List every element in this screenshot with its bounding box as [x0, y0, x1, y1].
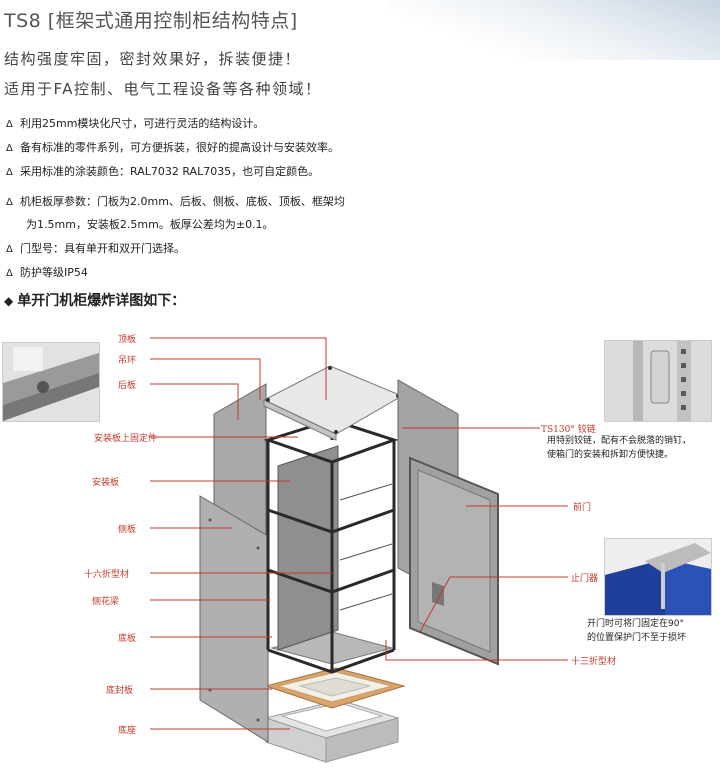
page-title: TS8 [框架式通用控制柜结构特点] [4, 10, 298, 32]
base-plinth [264, 699, 400, 763]
label-front-door: 前门 [573, 503, 592, 513]
side-panel [199, 495, 269, 743]
label-side-panel: 侧板 [118, 525, 137, 535]
detail-photo-door-stop [604, 538, 712, 616]
door-stop-note-line-2: 的位置保护门不至于损坏 [587, 633, 687, 643]
triangle-icon: Δ [6, 244, 13, 255]
label-mounting-plate: 安装板 [92, 478, 120, 488]
label-lifting-eye: 吊环 [118, 356, 137, 366]
label-top-panel: 顶板 [118, 335, 137, 345]
detail-photo-hinge [604, 340, 712, 422]
feature-continuation: 为1.5mm，安装板2.5mm。板厚公差均为±0.1。 [26, 218, 274, 231]
intro-line-1: 结构强度牢固，密封效果好，拆装便捷！ [4, 50, 302, 68]
frame-rails [339, 483, 393, 611]
label-bottom-plate: 底板 [118, 634, 137, 644]
left-callout-lines [150, 337, 332, 730]
label-bottom-seal-plate: 底封板 [106, 686, 134, 696]
triangle-icon: Δ [6, 197, 13, 208]
header-gradient [390, 0, 720, 60]
right-callout-lines [385, 427, 568, 661]
front-door [409, 456, 499, 666]
section-heading: ◆单开门机柜爆炸详图如下： [4, 293, 186, 309]
bottom-sealing-plate [264, 667, 406, 709]
label-door-stop: 止门器 [571, 574, 599, 584]
triangle-icon: Δ [6, 167, 13, 178]
diamond-icon: ◆ [4, 294, 14, 308]
triangle-icon: Δ [6, 119, 13, 130]
intro-line-2: 适用于FA控制、电气工程设备等各种领域！ [4, 80, 322, 98]
label-13-fold-profile: 十三折型材 [571, 657, 617, 667]
label-hinge: TS130° 铰链 [541, 425, 596, 435]
cabinet-frame [263, 418, 399, 674]
hinge-note-line-1: 用特别铰链，配有不会脱落的销钉， [547, 436, 692, 446]
hinge-note-line-2: 使箱门的安装和拆卸方便快捷。 [547, 450, 674, 460]
label-16-fold-profile: 十六折型材 [84, 570, 130, 580]
top-panel [262, 365, 404, 441]
mounting-plate [277, 445, 339, 651]
label-side-rail: 侧花梁 [92, 597, 120, 607]
triangle-icon: Δ [6, 143, 13, 154]
label-base: 底座 [118, 726, 137, 736]
label-rear-panel: 后板 [118, 381, 137, 391]
label-mounting-plate-fixing: 安装板上固定件 [94, 434, 158, 444]
triangle-icon: Δ [6, 268, 13, 279]
door-stop-note-line-1: 开门时可将门固定在90° [587, 619, 684, 629]
detail-photo-top-corner [2, 342, 100, 422]
